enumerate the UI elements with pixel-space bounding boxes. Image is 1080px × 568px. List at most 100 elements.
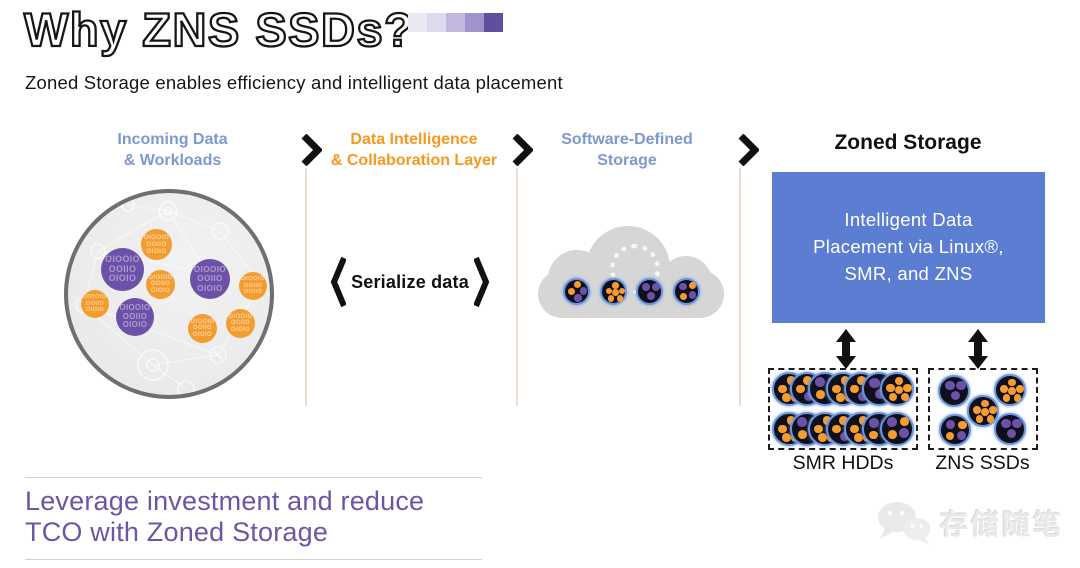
storage-disk xyxy=(994,413,1026,445)
data-dot xyxy=(1000,384,1008,393)
flow-arrow-icon xyxy=(301,134,322,166)
data-dot xyxy=(900,417,909,426)
data-bubble-orange: OIOOIO OOIIO OIOIO xyxy=(188,314,217,343)
data-bubble-purple: OIOOIO OOIIO OIOIO xyxy=(101,248,144,291)
angle-bracket-right-icon xyxy=(473,256,490,308)
storage-disk xyxy=(673,278,700,305)
subtitle: Zoned Storage enables efficiency and int… xyxy=(25,72,563,93)
data-dot xyxy=(1006,428,1017,439)
double-arrow-icon xyxy=(836,329,856,369)
data-dot xyxy=(839,431,850,442)
data-bubble-purple: OIOOIO OOIIO OIOIO xyxy=(190,259,230,299)
data-dot xyxy=(956,380,966,391)
storage-disk xyxy=(636,278,663,305)
data-dot xyxy=(849,384,859,394)
data-dot xyxy=(950,390,961,401)
storage-disk xyxy=(880,412,914,446)
data-dot xyxy=(574,294,582,302)
data-bubble-orange: OIOOIO OOIIO OIOIO xyxy=(146,270,175,299)
cloud-sync-icon xyxy=(610,244,660,294)
column-divider xyxy=(516,168,518,406)
data-dot xyxy=(973,405,981,414)
page-title: Why ZNS SSDs? xyxy=(23,2,415,57)
data-dot xyxy=(651,283,660,292)
data-dot xyxy=(646,291,655,300)
data-dot xyxy=(894,376,904,385)
data-dot xyxy=(781,433,791,443)
data-dot xyxy=(679,282,687,291)
data-dot xyxy=(642,283,651,292)
data-dot xyxy=(795,384,805,394)
data-dot xyxy=(797,417,807,427)
data-bubble-purple: OIOOIO OOIIO OIOIO xyxy=(116,298,154,336)
angle-bracket-left-icon xyxy=(330,256,347,308)
data-dot xyxy=(975,414,984,423)
data-dot xyxy=(869,418,879,428)
data-dot xyxy=(849,424,859,434)
data-bubble-orange: OIOOIO OOIIO OIOIO xyxy=(141,229,172,260)
serialize-step: Serialize data xyxy=(315,252,505,312)
data-dot xyxy=(679,292,687,300)
serialize-label: Serialize data xyxy=(351,271,469,292)
data-dot xyxy=(817,433,827,443)
data-dot xyxy=(619,287,626,295)
data-dot xyxy=(835,393,845,403)
data-dot xyxy=(989,405,997,414)
data-dot xyxy=(616,295,624,302)
data-dot xyxy=(803,375,813,385)
smr-disks xyxy=(770,370,916,448)
data-dot xyxy=(813,424,823,434)
flow-arrow-icon xyxy=(512,134,533,166)
data-dot xyxy=(689,282,697,290)
cloud-disks xyxy=(538,226,724,320)
data-dot xyxy=(869,430,879,440)
data-dot xyxy=(1012,418,1022,429)
data-dot xyxy=(945,380,955,391)
data-bubble-orange: OIOOIO OOIIO OIOIO xyxy=(226,309,255,338)
data-dot xyxy=(946,431,955,440)
data-dot xyxy=(986,414,995,423)
data-dot xyxy=(688,291,697,299)
watermark: 存储随笔 xyxy=(874,500,1064,546)
sds-cloud xyxy=(538,226,724,320)
intelligent-placement-box: Intelligent Data Placement via Linux®, S… xyxy=(772,172,1045,323)
step-intelligence-label: Data Intelligence & Collaboration Layer xyxy=(330,131,498,169)
wechat-icon xyxy=(878,502,931,545)
data-dot xyxy=(612,282,619,289)
data-dot xyxy=(957,430,967,440)
zns-ssds-box xyxy=(928,368,1038,450)
data-dot xyxy=(853,433,863,443)
smr-hdds-box xyxy=(768,368,918,450)
data-dot xyxy=(777,384,787,394)
zns-disks xyxy=(930,370,1036,448)
data-dot xyxy=(857,391,868,402)
data-dot xyxy=(869,378,880,389)
watermark-text: 存储随笔 xyxy=(940,509,1065,540)
data-dot xyxy=(831,384,841,394)
data-dot xyxy=(946,419,956,429)
data-dot xyxy=(857,375,867,385)
data-dot xyxy=(1001,418,1011,429)
data-dot xyxy=(839,415,849,425)
step-incoming-label: Incoming Data & Workloads xyxy=(117,131,228,169)
data-dot xyxy=(579,287,588,295)
data-dot xyxy=(886,383,895,392)
gradient-square xyxy=(446,13,465,32)
step-zoned-label: Zoned Storage xyxy=(834,131,982,154)
data-dot xyxy=(1016,384,1024,393)
data-dot xyxy=(981,407,989,416)
data-dot xyxy=(889,393,898,402)
data-dot xyxy=(887,429,897,439)
gradient-square xyxy=(465,13,484,32)
data-dot xyxy=(612,289,619,296)
data-dot xyxy=(1008,378,1016,387)
data-dot xyxy=(831,424,841,434)
column-divider xyxy=(305,168,307,406)
data-bubble-orange: OIOOIO OOIIO OIOIO xyxy=(239,272,267,300)
data-dot xyxy=(567,288,575,296)
data-dot xyxy=(573,281,581,289)
data-dot xyxy=(887,417,897,427)
